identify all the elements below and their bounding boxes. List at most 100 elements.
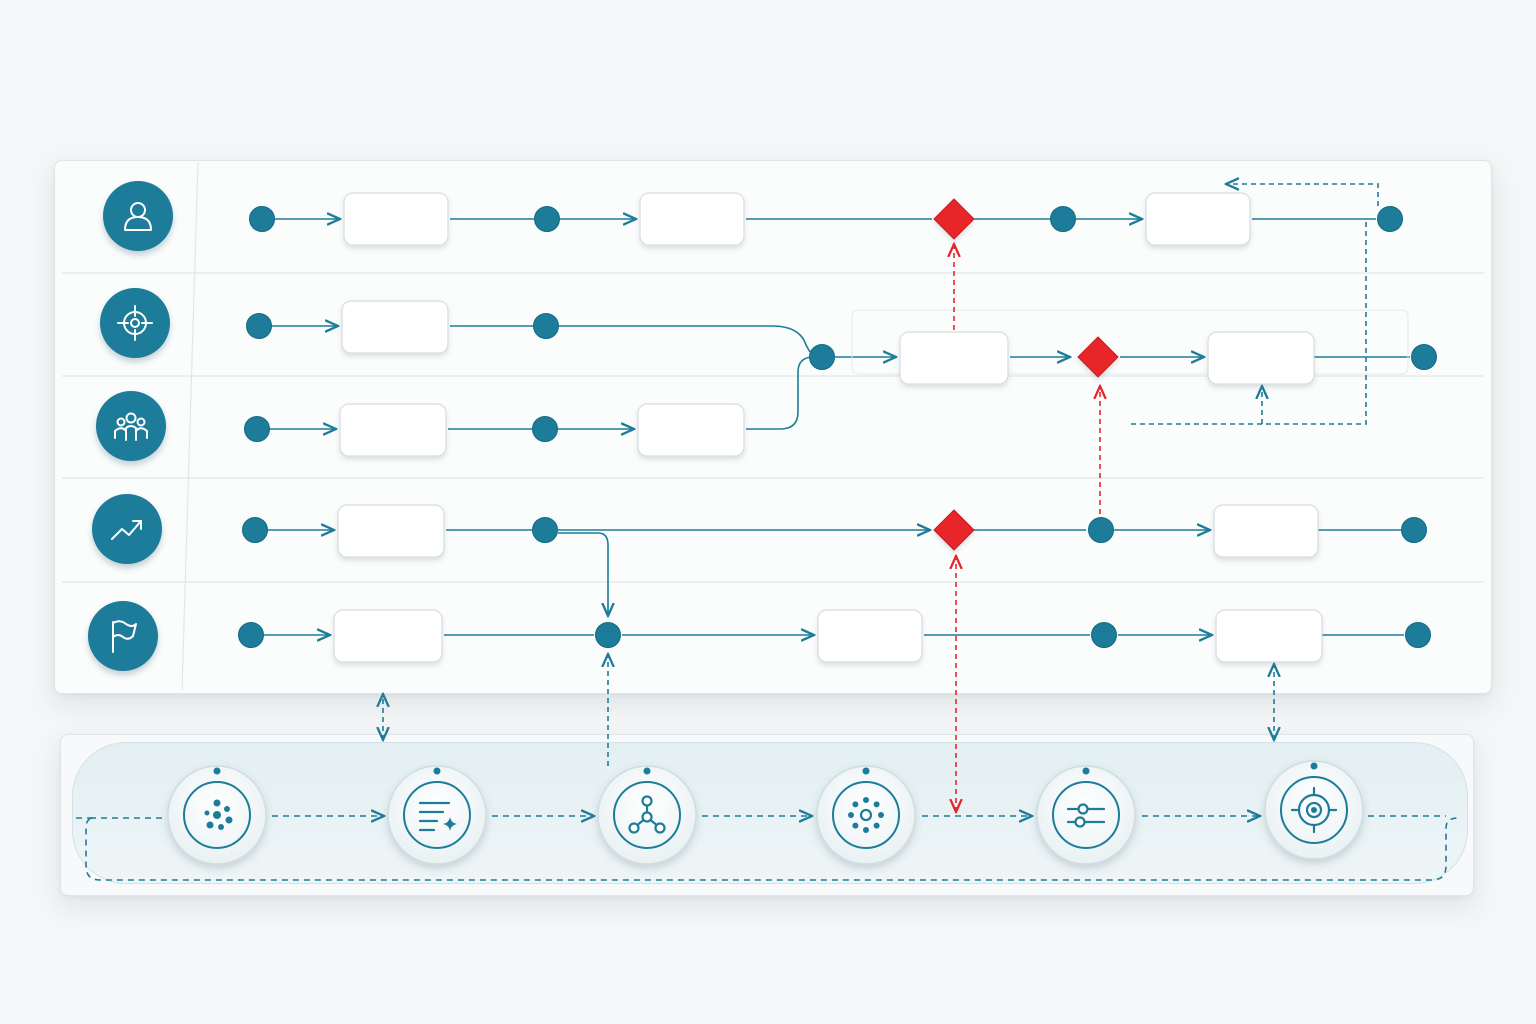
- text-lines: [418, 801, 451, 832]
- flow-node[interactable]: [809, 344, 835, 370]
- tool-button[interactable]: [816, 765, 916, 865]
- cluster-dot: [873, 801, 880, 808]
- spark: [443, 817, 457, 831]
- flow-node[interactable]: [595, 622, 621, 648]
- crosshair-icon[interactable]: [1264, 760, 1364, 860]
- pipeline-loop: [76, 817, 1459, 881]
- data-dot: [206, 821, 214, 829]
- decision-diamond[interactable]: [933, 509, 975, 551]
- trend-line: [111, 520, 142, 540]
- crosshair-inner: [1305, 801, 1323, 819]
- process-card[interactable]: [341, 300, 449, 354]
- tool-connector-dot: [1310, 762, 1318, 770]
- tool-ring: [832, 781, 900, 849]
- flow-node[interactable]: [242, 517, 268, 543]
- swimlane-board: [54, 160, 1492, 694]
- lane-icons: [88, 181, 173, 671]
- cluster-dot: [863, 797, 869, 803]
- data-dot: [225, 816, 233, 824]
- process-card[interactable]: [1207, 331, 1315, 385]
- cluster-dot: [852, 822, 859, 829]
- flow-nodes: [238, 206, 1437, 648]
- team-icon[interactable]: [96, 391, 166, 461]
- lane-badge[interactable]: [92, 494, 162, 564]
- network-node: [628, 822, 640, 834]
- process-card[interactable]: [637, 403, 745, 457]
- process-card[interactable]: [639, 192, 745, 246]
- trend-up-icon[interactable]: [92, 494, 162, 564]
- decision-diamond[interactable]: [933, 198, 975, 240]
- flow-node[interactable]: [1401, 517, 1427, 543]
- flag-icon[interactable]: [88, 601, 158, 671]
- sliders-icon[interactable]: [1036, 765, 1136, 865]
- flow-node[interactable]: [1050, 206, 1076, 232]
- target-core: [130, 318, 140, 328]
- data-points-icon[interactable]: [167, 765, 267, 865]
- network-icon[interactable]: [597, 765, 697, 865]
- connector-line: [558, 325, 811, 353]
- tool-button[interactable]: [387, 765, 487, 865]
- data-dot: [213, 799, 221, 807]
- flow-node[interactable]: [1411, 344, 1437, 370]
- team-head: [125, 412, 137, 424]
- team-head: [136, 417, 146, 427]
- network-node: [641, 811, 653, 823]
- process-card[interactable]: [1215, 609, 1323, 663]
- network-node: [654, 822, 666, 834]
- flow-node[interactable]: [249, 206, 275, 232]
- target-icon[interactable]: [100, 288, 170, 358]
- data-dot: [204, 810, 210, 816]
- cluster-dot: [873, 822, 880, 829]
- dots-cluster-icon[interactable]: [816, 765, 916, 865]
- flow-node[interactable]: [532, 416, 558, 442]
- data-dot: [224, 806, 230, 812]
- flow-node[interactable]: [532, 517, 558, 543]
- network-node: [641, 795, 653, 807]
- data-dot: [213, 811, 221, 819]
- tool-ring: [1052, 781, 1120, 849]
- tool-connector-dot: [1082, 767, 1090, 775]
- cluster-dot: [852, 801, 859, 808]
- process-card[interactable]: [1213, 504, 1319, 558]
- process-card[interactable]: [1145, 192, 1251, 246]
- flow-node[interactable]: [1088, 517, 1114, 543]
- process-card[interactable]: [339, 403, 447, 457]
- process-card[interactable]: [343, 192, 449, 246]
- cluster-center: [859, 808, 873, 822]
- flag-cloth: [112, 620, 137, 640]
- connectors: [76, 184, 1459, 881]
- process-card[interactable]: [333, 609, 443, 663]
- flow-node[interactable]: [238, 622, 264, 648]
- flow-node[interactable]: [533, 313, 559, 339]
- slider-knob: [1074, 816, 1086, 828]
- flow-node[interactable]: [1405, 622, 1431, 648]
- flow-node[interactable]: [1091, 622, 1117, 648]
- tool-connector-dot: [213, 767, 221, 775]
- flow-node[interactable]: [1377, 206, 1403, 232]
- tool-ring: [1280, 776, 1348, 844]
- connector-line: [746, 356, 813, 430]
- cluster-dot: [863, 827, 869, 833]
- data-dot: [218, 824, 224, 830]
- connector-line: [558, 532, 608, 616]
- process-card[interactable]: [899, 331, 1009, 385]
- tool-connector-dot: [643, 767, 651, 775]
- flow-node[interactable]: [246, 313, 272, 339]
- process-card[interactable]: [817, 609, 923, 663]
- user-icon[interactable]: [103, 181, 173, 251]
- cluster-dot: [848, 812, 854, 818]
- process-card[interactable]: [337, 504, 445, 558]
- flow-node[interactable]: [244, 416, 270, 442]
- text-spark-icon[interactable]: [387, 765, 487, 865]
- tool-button[interactable]: [1036, 765, 1136, 865]
- cluster-dot: [878, 812, 884, 818]
- team-bodies: [114, 425, 148, 441]
- flow-node[interactable]: [534, 206, 560, 232]
- feedback-dashed: [1226, 184, 1379, 206]
- decision-diamond[interactable]: [1077, 336, 1119, 378]
- tool-icons: [167, 760, 1364, 865]
- lane-badge[interactable]: [100, 288, 170, 358]
- target-ticks: [117, 305, 153, 341]
- feedback-dashed: [1130, 222, 1367, 425]
